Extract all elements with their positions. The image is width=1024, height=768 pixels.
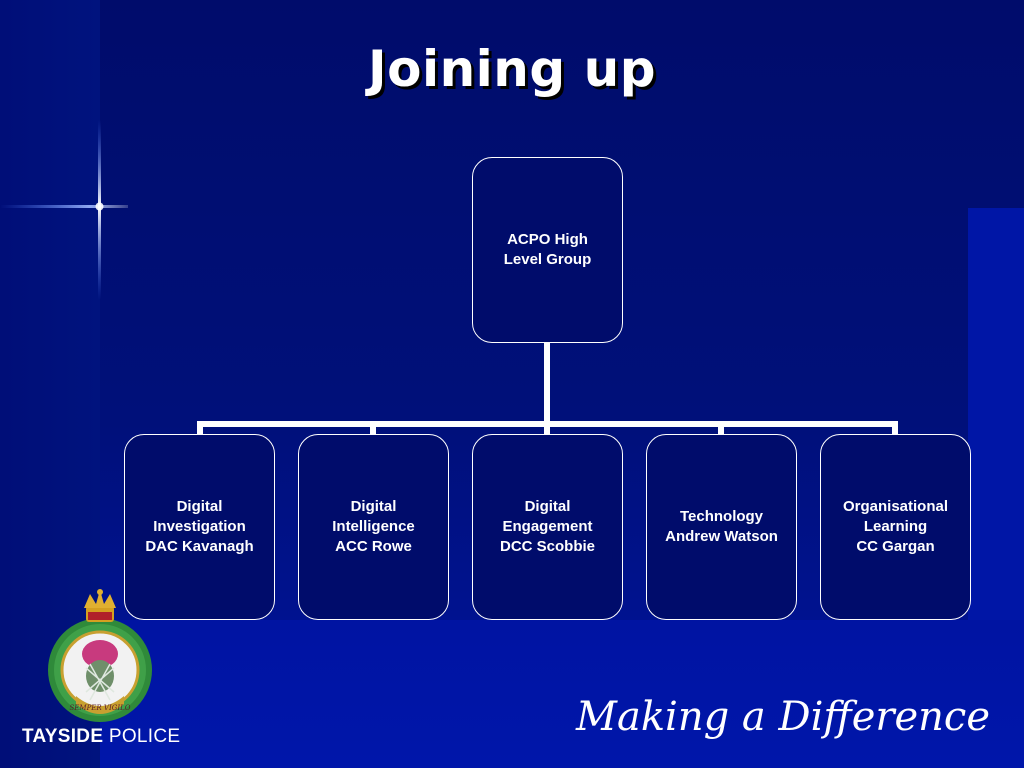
organisation-name-regular: POLICE <box>103 726 181 747</box>
slide-tagline: Making a Difference <box>576 694 990 740</box>
org-node-label: Technology Andrew Watson <box>665 508 778 545</box>
org-node-organisational-learning: Organisational Learning CC Gargan <box>820 434 971 620</box>
crest-motto: SEMPER VIGILO <box>70 704 131 712</box>
bottom-background-panel <box>100 620 1024 768</box>
slide-title: Joining up <box>367 40 656 98</box>
organisation-name-bold: TAYSIDE <box>22 726 104 747</box>
org-node-label: Organisational Learning CC Gargan <box>842 498 949 555</box>
org-node-acpo-high-level-group: ACPO High Level Group <box>472 157 623 343</box>
sparkle-decoration-icon <box>0 120 128 300</box>
org-node-digital-engagement: Digital Engagement DCC Scobbie <box>472 434 623 620</box>
tayside-police-crest-icon: SEMPER VIGILO <box>48 589 152 722</box>
org-node-digital-investigation: Digital Investigation DAC Kavanagh <box>124 434 275 620</box>
org-node-label: Digital Investigation DAC Kavanagh <box>145 498 254 555</box>
org-node-label: Digital Engagement DCC Scobbie <box>499 498 595 555</box>
org-node-technology: Technology Andrew Watson <box>646 434 797 620</box>
org-node-label: Digital Intelligence ACC Rowe <box>332 498 415 555</box>
org-node-label: ACPO High Level Group <box>503 231 592 268</box>
organisation-name: TAYSIDE POLICE <box>22 726 180 748</box>
org-node-digital-intelligence: Digital Intelligence ACC Rowe <box>298 434 449 620</box>
